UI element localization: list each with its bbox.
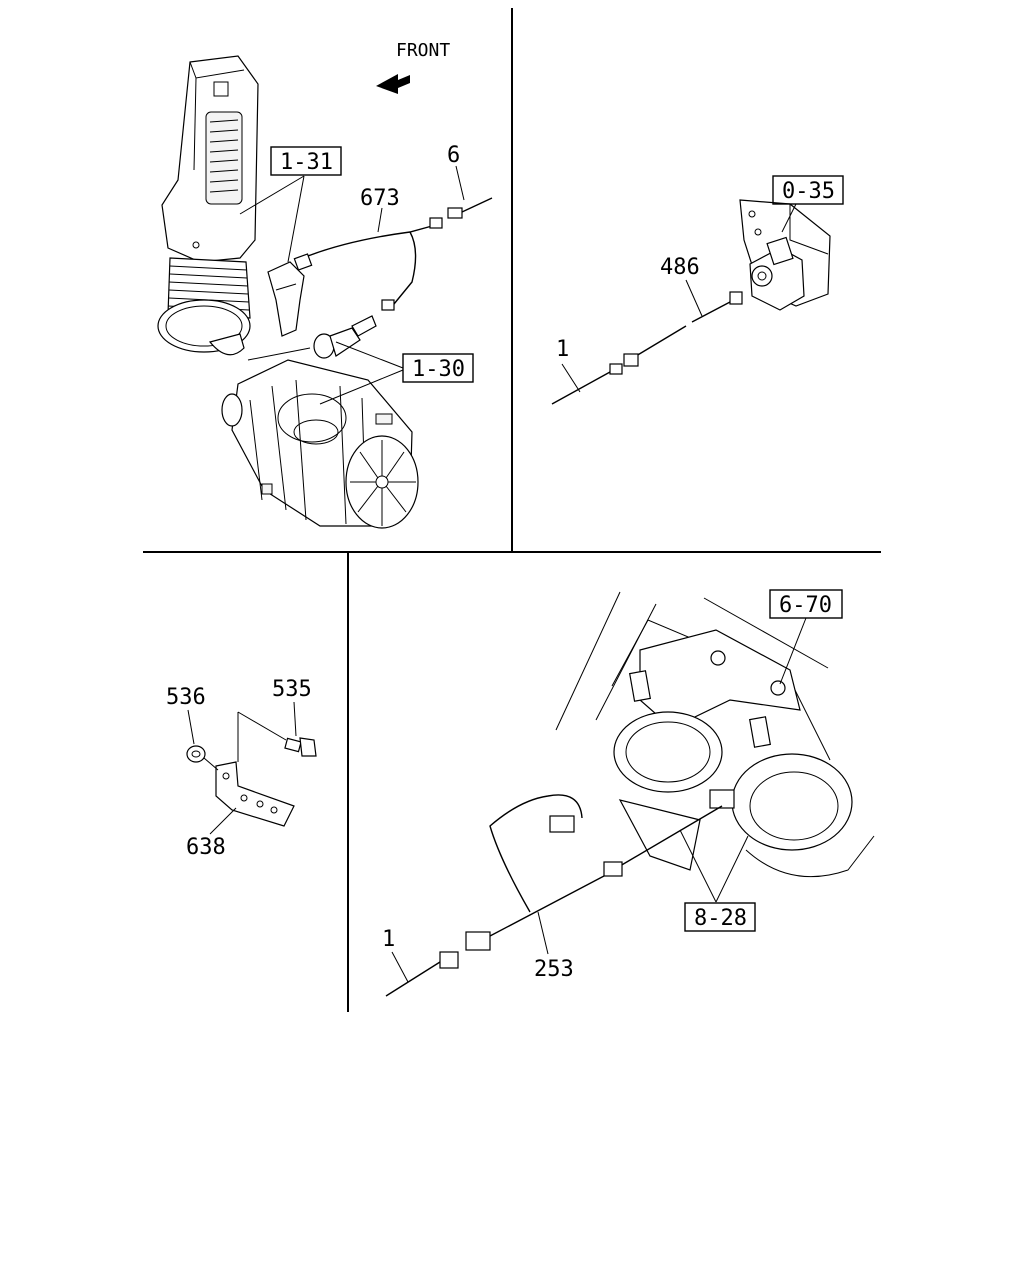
section-intake-sensor: 6-70 8-28 1 253 [382, 589, 875, 997]
part-number-1-bottom: 1 [382, 927, 395, 952]
section-bracket-hardware: 536 535 638 [166, 677, 317, 860]
section-air-intake: FRONT [157, 40, 493, 529]
section-dividers [143, 8, 881, 1012]
callout-ref-0-35: 0-35 [782, 179, 835, 204]
sensor-bracket [729, 199, 831, 311]
part-number-536: 536 [166, 685, 206, 710]
callout-ref-1-30: 1-30 [412, 357, 465, 382]
assembly-line-nut [203, 757, 219, 771]
part-number-673: 673 [360, 186, 400, 211]
throttle-body [613, 629, 875, 878]
part-number-1-top: 1 [556, 337, 569, 362]
maf-sensor [267, 253, 313, 337]
intake-background-panel [555, 591, 831, 761]
air-duct [157, 55, 259, 356]
front-arrow-icon [376, 74, 410, 94]
callout-ref-8-28: 8-28 [694, 906, 747, 931]
callout-ref-1-31: 1-31 [280, 150, 333, 175]
callout-1-30: 1-30 [247, 341, 474, 405]
nut-536 [186, 745, 206, 763]
air-cleaner-assembly [221, 359, 419, 529]
wiring-harness-673 [307, 197, 493, 311]
leader-535 [293, 701, 297, 737]
sensor-plug [313, 315, 377, 359]
leader-6 [455, 165, 465, 201]
wire-486 [551, 301, 731, 405]
leader-253 [537, 911, 549, 955]
wire-253 [385, 794, 723, 997]
assembly-line-bolt [237, 711, 287, 741]
section-sensor-bracket: 0-35 486 1 [551, 175, 844, 405]
front-label: FRONT [396, 40, 450, 61]
part-number-486: 486 [660, 255, 700, 280]
callout-1-31: 1-31 [239, 146, 342, 263]
part-number-253: 253 [534, 957, 574, 982]
bolt-535 [284, 737, 317, 757]
leader-486 [685, 279, 703, 317]
callout-ref-6-70: 6-70 [779, 593, 832, 618]
leader-536 [187, 709, 195, 745]
callout-6-70: 6-70 [769, 589, 843, 685]
leader-1-top [561, 363, 581, 393]
part-number-6: 6 [447, 143, 460, 168]
part-number-638: 638 [186, 835, 226, 860]
leader-1-bottom [391, 951, 409, 983]
leader-673 [377, 207, 383, 233]
leader-638 [209, 807, 237, 835]
part-number-535: 535 [272, 677, 312, 702]
callout-8-28: 8-28 [679, 829, 756, 932]
callout-0-35: 0-35 [772, 175, 844, 233]
bracket-638 [215, 761, 295, 827]
